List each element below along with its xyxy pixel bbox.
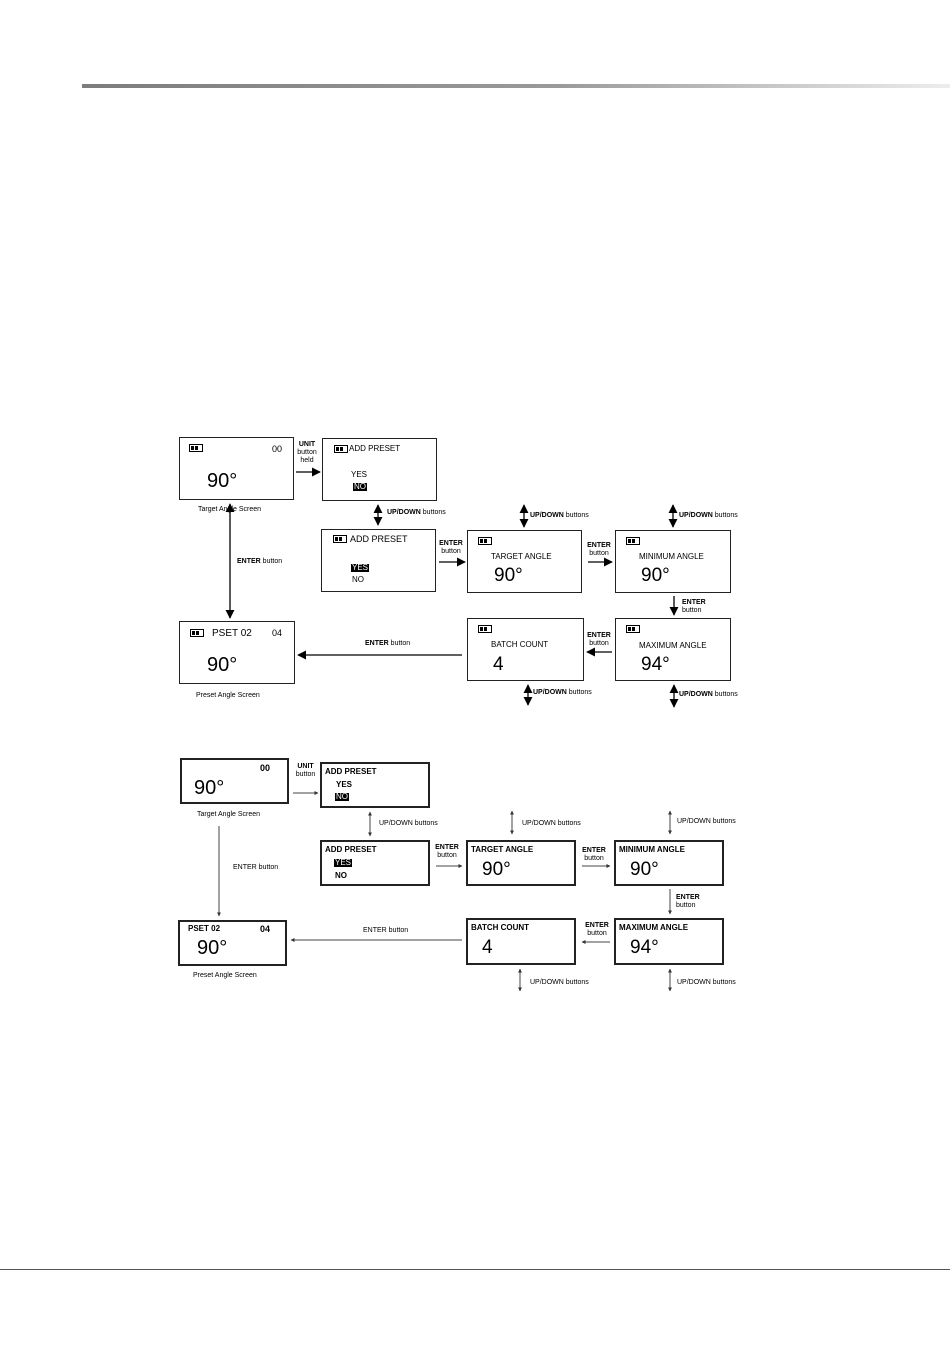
minimum-angle-screen: MINIMUM ANGLE 90° [615, 530, 731, 593]
updown-label-maximum-angle: UP/DOWN buttons [677, 979, 736, 986]
preset-angle-caption: Preset Angle Screen [193, 972, 257, 979]
screen-title: PSET 02 [188, 924, 221, 933]
screen-value: 94° [641, 654, 670, 675]
target-angle-setting-screen: TARGET ANGLE 90° [466, 840, 576, 886]
screen-title: BATCH COUNT [491, 640, 549, 649]
battery-icon [478, 537, 492, 545]
updown-label-add-preset: UP/DOWN buttons [379, 820, 438, 827]
battery-icon [626, 625, 640, 633]
updown-label-target-angle: UP/DOWN buttons [530, 512, 589, 519]
screen-title: PSET 02 [212, 628, 252, 639]
preset-angle-screen: PSET 02 04 90° [178, 920, 287, 966]
enter-label-left: ENTER button [237, 558, 283, 565]
screen-angle: 90° [197, 937, 228, 959]
target-angle-screen: 00 90° [180, 758, 289, 804]
battery-icon [189, 444, 203, 452]
target-angle-setting-screen: TARGET ANGLE 90° [467, 530, 582, 593]
screen-title: ADD PRESET [350, 534, 408, 544]
header-rule [82, 84, 950, 88]
target-angle-screen: 00 90° [179, 437, 294, 500]
minimum-angle-screen: MINIMUM ANGLE 90° [614, 840, 724, 886]
option-no-selected: NO [353, 482, 367, 491]
batch-count-screen: BATCH COUNT 4 [467, 618, 584, 681]
screen-title: ADD PRESET [325, 767, 377, 776]
updown-label-add-preset: UP/DOWN buttons [387, 509, 446, 516]
screen-counter: 04 [272, 628, 283, 638]
screen-title: TARGET ANGLE [491, 552, 552, 561]
preset-angle-screen: PSET 02 04 90° [179, 621, 295, 684]
screen-value: 4 [482, 937, 493, 958]
preset-angle-caption: Preset Angle Screen [196, 692, 260, 699]
option-no: NO [352, 575, 364, 584]
screen-title: BATCH COUNT [471, 923, 530, 932]
option-no: NO [335, 871, 347, 880]
screen-value: 90° [494, 565, 523, 586]
battery-icon [190, 629, 204, 637]
updown-label-maximum-angle: UP/DOWN buttons [679, 691, 738, 698]
screen-value: 90° [630, 859, 659, 880]
target-angle-caption: Target Angle Screen [197, 811, 261, 818]
battery-icon [478, 625, 492, 633]
screen-angle: 90° [207, 470, 238, 492]
enter-label-bottom: ENTER button [365, 640, 411, 647]
option-yes: YES [336, 780, 353, 789]
screen-title: ADD PRESET [349, 444, 401, 453]
option-yes: YES [351, 470, 368, 479]
enter-label-bottom: ENTER button [363, 927, 409, 934]
option-yes-selected: YES [351, 563, 370, 572]
screen-value: 94° [630, 937, 659, 958]
battery-icon [626, 537, 640, 545]
screen-counter: 00 [272, 444, 283, 454]
screen-title: MAXIMUM ANGLE [619, 923, 689, 932]
screen-value: 90° [482, 859, 511, 880]
screen-title: MINIMUM ANGLE [619, 845, 685, 854]
updown-label-target-angle: UP/DOWN buttons [522, 820, 581, 827]
updown-label-batch-count: UP/DOWN buttons [530, 979, 589, 986]
screen-angle: 90° [194, 777, 225, 799]
unit-button-held-label: UNIT button held [297, 441, 317, 465]
screen-title: MAXIMUM ANGLE [639, 641, 707, 650]
batch-count-screen: BATCH COUNT 4 [466, 918, 576, 965]
enter-label-left: ENTER button [233, 864, 279, 871]
updown-label-minimum-angle: UP/DOWN buttons [677, 818, 736, 825]
option-no-selected: NO [335, 792, 349, 801]
screen-value: 90° [641, 565, 670, 586]
battery-icon [334, 445, 348, 453]
add-preset-no-screen: ADD PRESET YES NO [322, 438, 437, 501]
updown-label-minimum-angle: UP/DOWN buttons [679, 512, 738, 519]
footer-rule [0, 1269, 950, 1270]
maximum-angle-screen: MAXIMUM ANGLE 94° [615, 618, 731, 681]
screen-value: 4 [493, 654, 504, 675]
screen-title: ADD PRESET [325, 845, 377, 854]
option-yes-selected: YES [334, 858, 353, 867]
updown-label-batch-count: UP/DOWN buttons [533, 689, 592, 696]
screen-title: TARGET ANGLE [471, 845, 534, 854]
maximum-angle-screen: MAXIMUM ANGLE 94° [614, 918, 724, 965]
add-preset-no-screen: ADD PRESET YES NO [320, 762, 430, 808]
add-preset-yes-screen: ADD PRESET YES NO [320, 840, 430, 886]
screen-title: MINIMUM ANGLE [639, 552, 704, 561]
add-preset-yes-screen: ADD PRESET YES NO [321, 529, 436, 592]
screen-counter: 04 [260, 924, 271, 934]
screen-counter: 00 [260, 763, 271, 773]
screen-angle: 90° [207, 654, 238, 676]
battery-icon [333, 535, 347, 543]
